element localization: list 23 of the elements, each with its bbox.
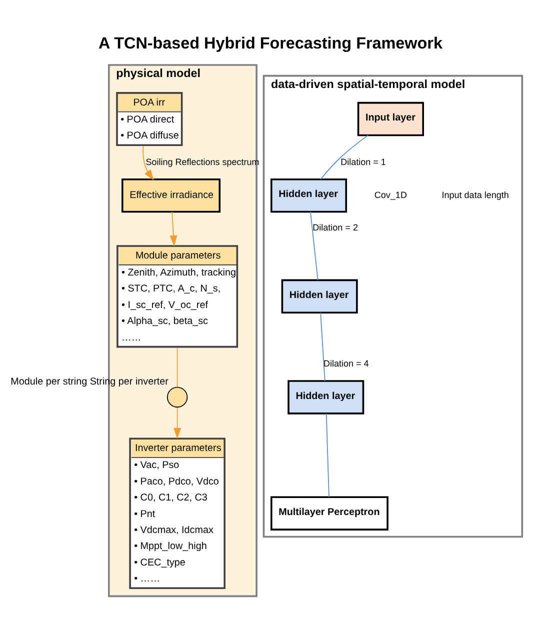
connector (320, 134, 368, 180)
node-box: Effective irradiance (122, 178, 221, 212)
node-box: Hidden layer (270, 178, 348, 212)
edge-label: Dilation = 2 (312, 222, 358, 232)
node-box: Hidden layer (281, 278, 358, 313)
node-label: Module per string String per inverter (10, 376, 168, 387)
connector (310, 210, 318, 280)
label: Cov_1D (374, 189, 407, 200)
edge-label: Soiling Reflections spectrum (146, 156, 260, 166)
diagram-title: A TCN-based Hybrid Forecasting Framework (98, 34, 442, 52)
arrow (174, 406, 182, 438)
node-box: Input layer (357, 101, 424, 136)
arrow (142, 145, 154, 180)
label: Input data length (442, 189, 509, 200)
node-circle (166, 386, 188, 408)
node-box: Hidden layer (288, 380, 364, 414)
connector (176, 347, 178, 388)
connector (320, 312, 326, 381)
connector (326, 412, 330, 497)
node-box: Multilayer Perceptron (270, 496, 388, 530)
edge-label: Dilation = 1 (340, 156, 386, 166)
arrow (170, 210, 178, 246)
edge-label: Dilation = 4 (323, 358, 369, 368)
